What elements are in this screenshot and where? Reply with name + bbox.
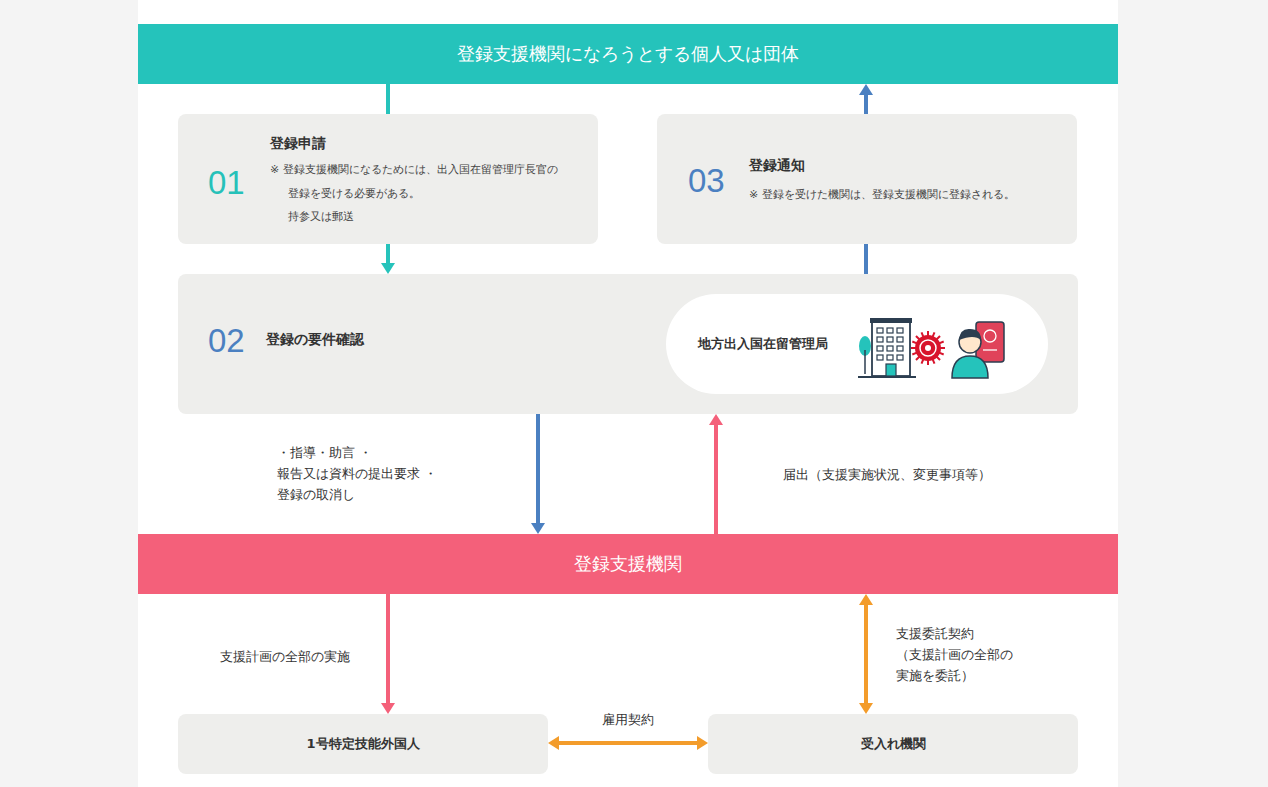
building-window [897, 337, 903, 342]
connector-line [386, 244, 390, 265]
building-window [887, 346, 893, 351]
seal-ring [920, 340, 936, 356]
seal-disc [915, 335, 941, 361]
party-box: 受入れ機関 [708, 714, 1078, 774]
connector-line [864, 603, 868, 705]
building-roof [870, 318, 912, 323]
connector-label: 届出（支援実施状況、変更事項等） [783, 465, 991, 485]
building-window [887, 355, 893, 360]
connector [388, 84, 389, 114]
passport-globe [984, 330, 996, 342]
building-window [887, 328, 893, 333]
building-window [877, 346, 883, 351]
arrowhead [709, 414, 723, 425]
connector [859, 84, 873, 114]
building-window [887, 337, 893, 342]
building-door [886, 364, 896, 376]
office-name: 地方出入国在留管理局 [698, 331, 828, 357]
connector [548, 736, 708, 750]
connector [866, 244, 867, 274]
step-title: 登録通知 [749, 152, 805, 178]
arrowhead [697, 736, 708, 750]
step-box: 03 登録通知 ※ 登録を受けた機関は、登録支援機関に登録される。 [657, 114, 1077, 244]
passport-line [983, 349, 997, 350]
building-window [897, 346, 903, 351]
connector [531, 414, 545, 534]
arrowhead [859, 84, 873, 95]
band-title: 登録支援機関になろうとする個人又は団体 [457, 41, 799, 67]
step-note: ※ 登録支援機関になるためには、出入国在留管理庁長官の 登録を受ける必要がある。 [270, 158, 588, 206]
person-hair [959, 329, 981, 340]
connector-label: 雇用契約 [602, 710, 654, 730]
connector-label: 支援計画の全部の実施 [220, 647, 350, 667]
connector-line [386, 594, 390, 705]
top-band: 登録支援機関になろうとする個人又は団体 [138, 24, 1118, 84]
seal-center [925, 345, 931, 351]
party-name: 受入れ機関 [861, 734, 926, 754]
arrowhead [548, 736, 559, 750]
step-number: 02 [208, 321, 245, 361]
support-band: 登録支援機関 [138, 534, 1118, 594]
arrowhead [531, 523, 545, 534]
seal [911, 331, 945, 365]
building-window [877, 328, 883, 333]
step-note: 持参又は郵送 [288, 205, 354, 229]
connector-line [557, 741, 699, 745]
arrowhead [381, 703, 395, 714]
arrowhead [859, 594, 873, 605]
step-note: ※ 登録を受けた機関は、登録支援機関に登録される。 [749, 183, 1069, 207]
arrowhead [859, 703, 873, 714]
office-pill: 地方出入国在留管理局 [666, 294, 1048, 394]
step-box: 01 登録申請※ 登録支援機関になるためには、出入国在留管理庁長官の 登録を受ける… [178, 114, 598, 244]
step-number: 03 [688, 161, 725, 201]
connector-line [714, 423, 718, 534]
ground [858, 376, 916, 378]
connector-line [536, 414, 540, 525]
step-title: 登録の要件確認 [266, 326, 364, 352]
arrowhead [381, 263, 395, 274]
building-window [897, 328, 903, 333]
band-title: 登録支援機関 [574, 551, 682, 577]
step-number: 01 [208, 163, 245, 203]
person-body [952, 356, 988, 378]
connector-label: 支援委託契約 （支援計画の全部の 実施を委託） [896, 623, 1021, 686]
building-window [877, 355, 883, 360]
step-title: 登録申請 [270, 130, 326, 156]
connector-line [864, 93, 868, 114]
connector-line [386, 84, 390, 114]
building-window [897, 355, 903, 360]
party-name: 1号特定技能外国人 [306, 734, 419, 754]
connector-label: ・指導・助言 ・報告又は資料の提出要求 ・登録の取消し [277, 442, 447, 505]
connector [859, 594, 873, 714]
building-window [877, 337, 883, 342]
tree-trunk [864, 350, 866, 374]
connector [709, 414, 723, 534]
party-box: 1号特定技能外国人 [178, 714, 548, 774]
connector [381, 244, 395, 274]
connector-line [864, 244, 868, 274]
building [872, 320, 910, 376]
step-box: 02 登録の要件確認 地方出入国在留管理局 [178, 274, 1078, 414]
office-illustration [856, 312, 1006, 382]
connector [381, 594, 395, 714]
